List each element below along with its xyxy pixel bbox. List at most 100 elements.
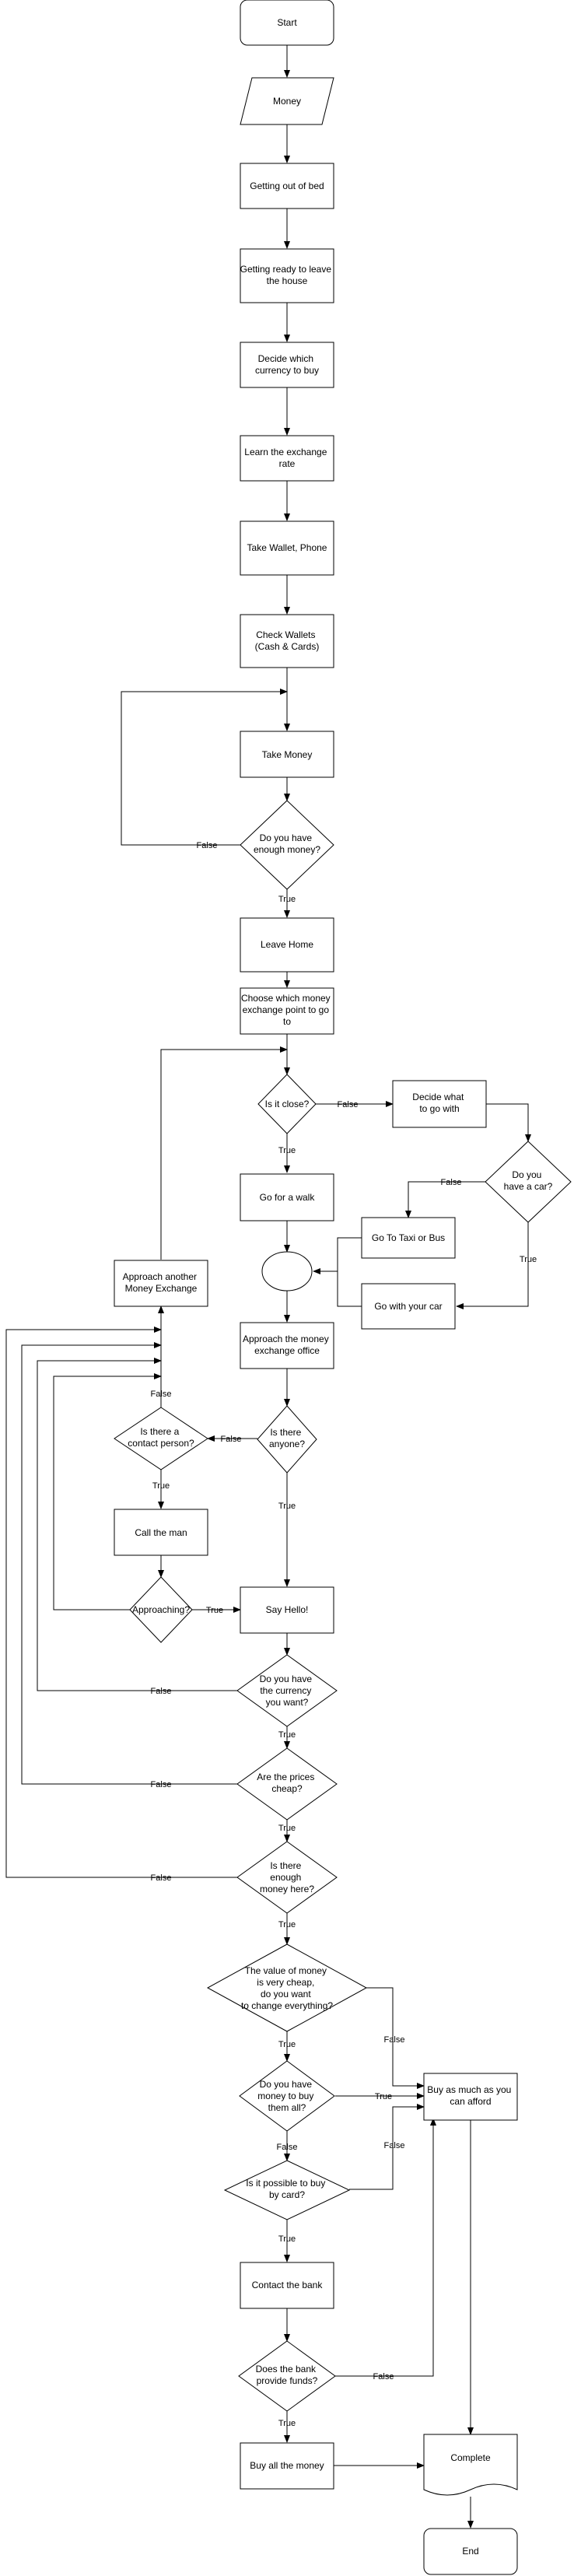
label-true-car: True [520,1255,537,1264]
label-false-card: False [384,2141,405,2150]
node-pay-card[interactable]: Is it possible to buy by card? [223,2160,351,2220]
node-check-wallets-label: Check Wallets (Cash & Cards) [255,629,320,652]
node-say-hello-label: Say Hello! [266,1604,309,1615]
node-money-buy-all-label: Do you have money to buy them all? [257,2079,316,2113]
label-true-close: True [278,1146,296,1155]
edge-value-false-afford [366,1987,425,2089]
node-decide-currency[interactable]: Decide which currency to buy [240,342,334,388]
node-contact-bank-label: Contact the bank [252,2280,324,2290]
node-go-walk-label: Go for a walk [260,1192,316,1203]
node-decide-how-label: Decide what to go with [412,1092,466,1114]
node-enough-here-label: Is there enough money here? [260,1860,314,1894]
label-true-enough-here: True [278,1920,296,1929]
node-take-money-label: Take Money [262,749,313,760]
node-contact-person[interactable]: Is there a contact person? [114,1407,208,1470]
label-true-currency: True [278,1730,296,1740]
node-approach-another-label: Approach another Money Exchange [123,1271,200,1294]
label-false-close: False [338,1100,359,1109]
node-go-car[interactable]: Go with your car [361,1283,456,1330]
node-have-currency-label: Do you have the currency you want? [260,1674,315,1708]
node-prices-cheap-label: Are the prices cheap? [257,1772,317,1794]
node-complete[interactable]: Complete [423,2434,518,2496]
label-false-prices: False [151,1780,172,1789]
edge-funds-false-afford [335,2118,436,2377]
node-is-anyone-label: Is there anyone? [269,1427,305,1449]
node-learn-rate-label: Learn the exchange rate [244,447,329,469]
node-buy-all[interactable]: Buy all the money [240,2442,334,2490]
node-getting-out-of-bed[interactable]: Getting out of bed [240,163,334,209]
node-take-money[interactable]: Take Money [240,731,334,778]
label-false-currency: False [151,1687,172,1696]
node-have-car[interactable]: Do you have a car? [485,1141,572,1223]
node-value-cheap[interactable]: The value of money is very cheap, do you… [206,1943,368,2032]
node-is-close-label: Is it close? [265,1099,310,1109]
label-true-value: True [278,2040,296,2049]
edge-currency-false-loop [37,1358,238,1691]
edge-withcar-merge [313,1270,362,1307]
node-say-hello[interactable]: Say Hello! [240,1586,334,1634]
node-is-close[interactable]: Is it close? [257,1074,317,1134]
node-value-cheap-label: The value of money is very cheap, do you… [241,1965,333,2011]
node-end[interactable]: End [423,2528,518,2575]
node-have-currency[interactable]: Do you have the currency you want? [236,1654,338,1727]
label-true-contact: True [152,1481,170,1491]
node-leave-home[interactable]: Leave Home [240,917,334,973]
node-money[interactable]: Money [240,77,334,125]
node-buy-all-label: Buy all the money [250,2460,324,2471]
node-end-label: End [462,2546,478,2557]
node-take-wallet[interactable]: Take Wallet, Phone [240,520,334,576]
node-contact-person-label: Is there a contact person? [128,1426,194,1449]
node-call-man[interactable]: Call the man [114,1509,208,1556]
node-have-car-label: Do you have a car? [504,1169,553,1192]
node-enough-here[interactable]: Is there enough money here? [236,1841,338,1914]
label-false-funds: False [373,2372,394,2381]
edge-approaching-false-loop [53,1373,162,1610]
node-prices-cheap[interactable]: Are the prices cheap? [236,1747,338,1821]
node-call-man-label: Call the man [135,1527,187,1538]
node-getting-ready-label: Getting ready to leave the house [240,264,334,286]
node-getting-out-of-bed-label: Getting out of bed [250,180,324,191]
node-is-anyone[interactable]: Is there anyone? [257,1405,317,1474]
node-leave-home-label: Leave Home [261,939,313,950]
label-true-prices: True [278,1824,296,1833]
node-enough-money[interactable]: Do you have enough money? [240,800,334,890]
node-approach-office[interactable]: Approach the money exchange office [240,1322,334,1369]
label-true-buyall-q: True [375,2092,392,2101]
node-choose-point-label: Choose which money exchange point to go … [241,993,333,1027]
node-decide-how[interactable]: Decide what to go with [392,1080,487,1128]
node-money-buy-all[interactable]: Do you have money to buy them all? [239,2060,335,2132]
label-false-value: False [384,2035,405,2045]
node-learn-rate[interactable]: Learn the exchange rate [240,435,334,482]
node-take-wallet-label: Take Wallet, Phone [247,542,327,553]
node-go-walk[interactable]: Go for a walk [240,1173,334,1221]
edge-taxi-merge [313,1237,362,1274]
node-start-label: Start [277,17,297,28]
node-check-wallets[interactable]: Check Wallets (Cash & Cards) [240,614,334,668]
edge-card-false-afford [349,2104,425,2190]
node-bank-funds[interactable]: Does the bank provide funds? [238,2340,336,2412]
edge-enough-false-loop [121,689,288,846]
node-buy-afford[interactable]: Buy as much as you can afford [423,2073,518,2121]
node-getting-ready[interactable]: Getting ready to leave the house [240,248,334,303]
node-decide-currency-label: Decide which currency to buy [255,353,319,376]
node-start[interactable]: Start [240,0,334,46]
label-false-anyone: False [221,1435,242,1444]
label-true-enough: True [278,895,296,904]
label-false-contact: False [151,1390,172,1399]
node-bank-funds-label: Does the bank provide funds? [256,2364,319,2386]
node-approach-another[interactable]: Approach another Money Exchange [114,1260,208,1307]
edge-car-taxi [405,1181,485,1218]
label-true-card: True [278,2234,296,2244]
node-contact-bank[interactable]: Contact the bank [240,2262,334,2309]
node-approach-office-label: Approach the money exchange office [243,1334,331,1356]
node-buy-afford-label: Buy as much as you can afford [427,2084,513,2107]
edge-enough-false-loop-2 [5,1327,238,1878]
node-approaching[interactable]: Approaching? [129,1576,193,1643]
edge-prices-false-loop [21,1342,238,1785]
label-false-enough-here: False [151,1873,172,1883]
node-go-car-label: Go with your car [374,1301,442,1312]
node-choose-point[interactable]: Choose which money exchange point to go … [240,987,334,1035]
node-taxi-bus[interactable]: Go To Taxi or Bus [361,1217,456,1259]
label-false-car: False [441,1178,462,1187]
